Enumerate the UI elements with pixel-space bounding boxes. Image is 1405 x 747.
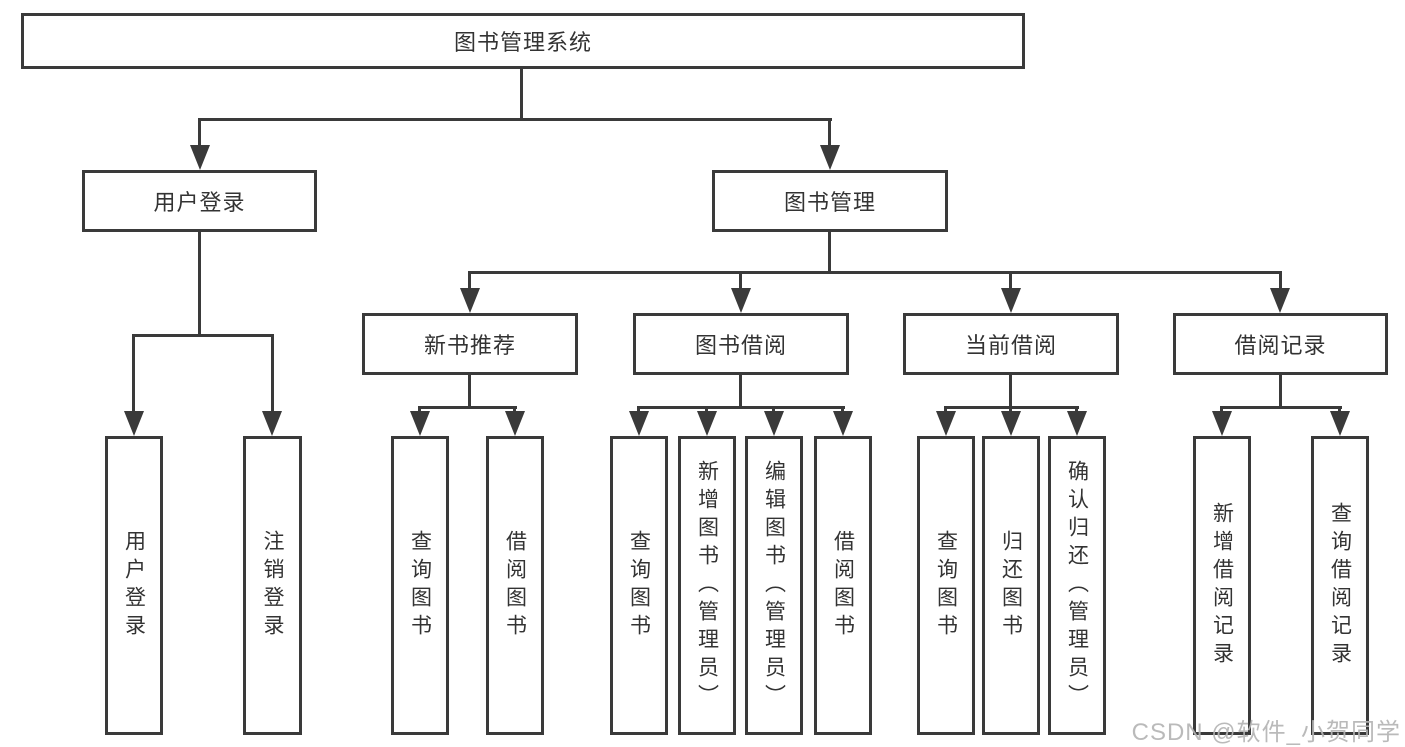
arrow-down-icon [505,411,525,436]
arrow-down-icon [1330,411,1350,436]
node-leaf-query-books-1: 查询图书 [391,436,449,735]
arrow-down-icon [936,411,956,436]
arrow-down-icon [820,145,840,170]
arrow-down-icon [1001,288,1021,313]
arrow-down-icon [833,411,853,436]
connector-line [637,406,845,409]
connector-line [198,232,201,337]
node-book-management: 图书管理 [712,170,948,232]
connector-line [944,406,1079,409]
connector-line [132,334,274,337]
node-new-book-recommend: 新书推荐 [362,313,578,375]
connector-line [468,274,471,288]
node-borrowing-records: 借阅记录 [1173,313,1388,375]
connector-line [418,406,517,409]
connector-line [1009,375,1012,406]
connector-line [198,118,832,121]
node-leaf-edit-book-admin: 编辑图书（管理员） [745,436,803,735]
node-book-borrowing: 图书借阅 [633,313,849,375]
connector-line [468,375,471,406]
arrow-down-icon [629,411,649,436]
arrow-down-icon [262,411,282,436]
connector-line [198,121,201,145]
connector-line [1220,406,1342,409]
arrow-down-icon [764,411,784,436]
arrow-down-icon [124,411,144,436]
node-leaf-add-borrow-record: 新增借阅记录 [1193,436,1251,735]
connector-line [132,337,135,411]
arrow-down-icon [410,411,430,436]
connector-line [739,274,742,288]
arrow-down-icon [697,411,717,436]
node-leaf-logout: 注销登录 [243,436,302,735]
connector-line [468,271,1282,274]
node-leaf-query-books-2: 查询图书 [610,436,668,735]
node-leaf-add-book-admin: 新增图书（管理员） [678,436,736,735]
node-library-system: 图书管理系统 [21,13,1025,69]
node-user-login: 用户登录 [82,170,317,232]
connector-line [1279,274,1282,288]
node-leaf-user-login: 用户登录 [105,436,163,735]
node-leaf-confirm-return-admin: 确认归还（管理员） [1048,436,1106,735]
node-leaf-borrow-books-2: 借阅图书 [814,436,872,735]
arrow-down-icon [1212,411,1232,436]
connector-line [1279,375,1282,406]
node-leaf-query-books-3: 查询图书 [917,436,975,735]
connector-line [739,375,742,406]
connector-line [828,232,831,271]
arrow-down-icon [460,288,480,313]
node-current-borrowing: 当前借阅 [903,313,1119,375]
arrow-down-icon [1270,288,1290,313]
connector-line [271,337,274,411]
arrow-down-icon [1067,411,1087,436]
connector-line [828,121,831,145]
arrow-down-icon [731,288,751,313]
node-leaf-return-book: 归还图书 [982,436,1040,735]
watermark-text: CSDN @软件_小贺同学 [1131,719,1401,746]
connector-line [1009,274,1012,288]
arrow-down-icon [190,145,210,170]
node-leaf-borrow-books-1: 借阅图书 [486,436,544,735]
arrow-down-icon [1001,411,1021,436]
node-leaf-query-borrow-record: 查询借阅记录 [1311,436,1369,735]
connector-line [520,69,523,118]
